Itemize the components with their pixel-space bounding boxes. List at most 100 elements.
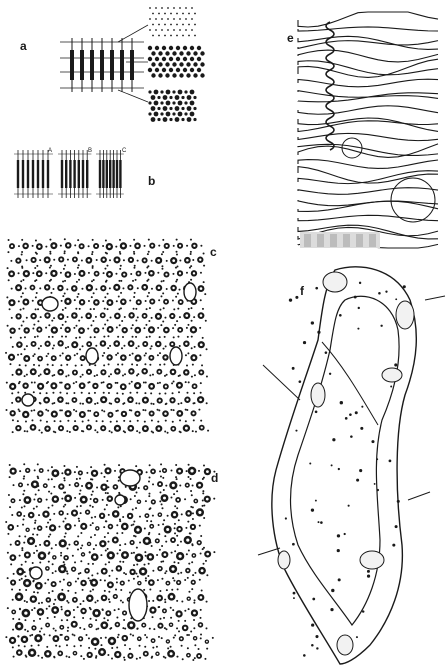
filament-core [60,427,62,429]
cell-process [263,365,300,400]
thin-filament-dot [65,321,67,323]
thin-filament-dot [108,375,110,377]
thin-filament-dot [59,392,61,394]
filament-core [68,583,70,585]
thin-filament-dot [172,299,174,301]
filament-core [81,301,83,303]
thin-filament-dot [136,430,138,432]
thin-filament-dot [96,431,98,433]
thin-filament-dot [31,609,33,611]
thin-filament-dot [66,364,68,366]
thin-filament-dot [12,431,14,433]
thin-filament-dot [178,519,180,521]
thin-filament-dot [11,588,13,590]
thin-filament-dot [46,608,48,610]
thin-filament-dot [76,506,78,508]
thin-filament-dot [48,551,50,553]
filament-core [192,526,194,528]
thin-filament-dot [34,267,36,269]
thin-filament-dot [194,374,196,376]
thin-filament-dot [188,591,190,593]
filament-core [39,499,41,501]
filament-core [151,525,153,527]
filament-core [157,259,160,262]
thin-filament-dot [186,272,188,274]
thin-filament-dot [148,320,150,322]
thin-filament-dot [82,617,84,619]
cross-section-dot [184,112,187,115]
thin-filament-dot [80,547,82,549]
cross-section-dot [165,73,169,77]
thin-filament-dot [33,409,35,411]
cytoplasm-granule [315,287,318,290]
thin-filament-dot [188,634,190,636]
thin-filament-dot [6,409,8,411]
cross-section-dot [151,62,155,66]
thin-filament-dot [158,299,160,301]
thin-filament-dot [37,655,39,657]
cross-section-dot [149,18,151,20]
thin-filament-dot [77,239,79,241]
cross-section-dot [167,18,169,20]
thin-filament-dot [133,253,135,255]
thin-filament-dot [60,327,62,329]
thin-filament-dot [158,636,160,638]
filament-core [66,612,69,615]
cross-section-dot [184,90,187,93]
filament-core [66,471,69,474]
cross-section-dot [170,35,172,37]
thin-filament-dot [151,545,153,547]
filament-core [186,399,188,401]
cross-section-dot [185,18,187,20]
filament-core [93,472,96,475]
thin-filament-dot [122,561,124,563]
thin-filament-dot [104,508,106,510]
filament-core [122,356,125,359]
cell-node [360,551,384,569]
thin-filament-dot [9,308,11,310]
thin-filament-dot [25,561,27,563]
thin-filament-dot [191,588,193,590]
fibril-line [298,133,438,140]
pointer-line [118,25,148,42]
cytoplasm-granule [397,500,400,503]
thin-filament-dot [83,628,85,630]
thin-filament-dot [177,293,179,295]
thin-filament-dot [181,645,183,647]
filament-core [129,515,131,517]
thin-filament-dot [129,245,131,247]
thin-filament-dot [88,647,90,649]
filament-core [206,470,209,473]
cross-section-dot [183,68,187,72]
thin-filament-dot [44,582,46,584]
cross-section-dot [154,90,159,95]
thin-filament-dot [164,375,166,377]
filament-core [38,273,41,276]
thin-filament-dot [174,527,176,529]
thin-filament-dot [149,307,151,309]
thin-filament-dot [39,403,41,405]
thin-filament-dot [201,364,203,366]
filament-core [152,640,154,642]
thin-filament-dot [162,477,164,479]
cross-section-dot [172,112,175,115]
filament-core [95,329,97,331]
thin-filament-dot [50,292,52,294]
thin-filament-dot [200,245,202,247]
cross-section-dot [183,46,187,50]
filament-core [88,597,91,600]
thin-filament-dot [34,520,36,522]
thin-filament-dot [9,476,11,478]
fibril-line [298,12,438,27]
filament-core [165,273,167,275]
filament-core [193,612,196,615]
filament-core [124,637,126,639]
thin-filament-dot [203,465,205,467]
filament-core [17,259,19,261]
thin-filament-dot [35,494,37,496]
filament-core [39,358,41,360]
thin-filament-dot [146,336,148,338]
thin-filament-dot [91,494,93,496]
thin-filament-dot [101,409,103,411]
thin-filament-dot [193,392,195,394]
